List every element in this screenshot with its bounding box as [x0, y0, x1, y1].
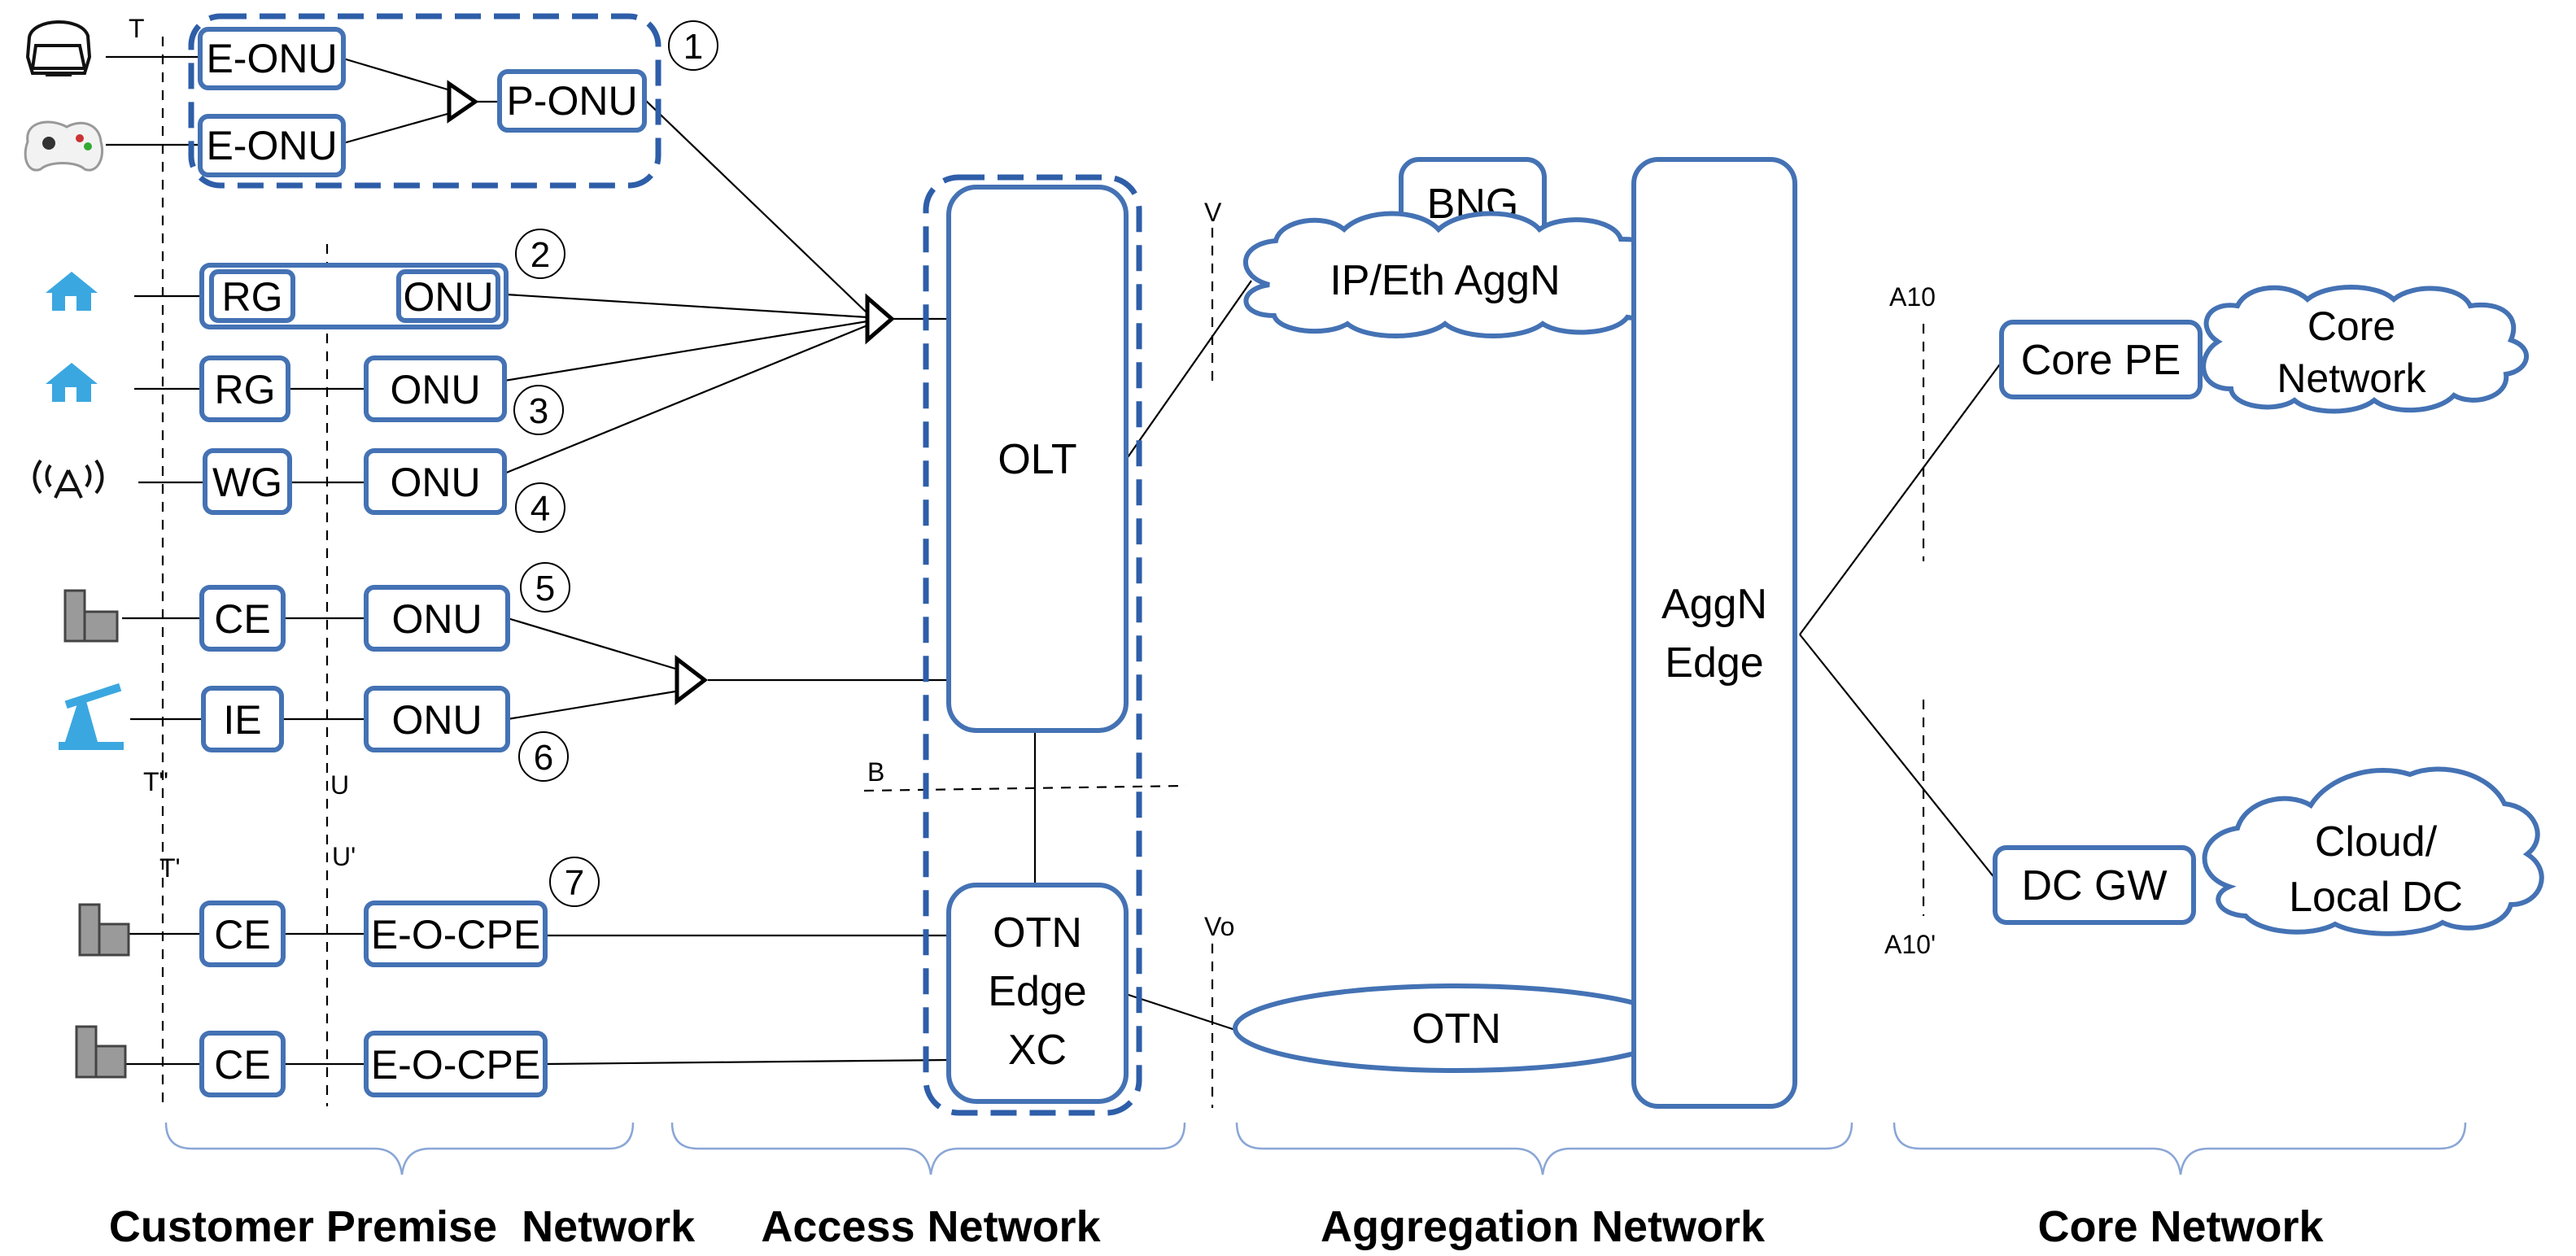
ref-label-t-prime: T' [159, 853, 181, 883]
building-icon [63, 589, 119, 643]
aggn-edge-box [1631, 157, 1797, 1109]
ce-1-label: CE [214, 596, 270, 642]
onu-3-box [364, 355, 507, 422]
ref-label-a10-prime: A10' [1884, 930, 1936, 959]
scenario-numbers: 1 2 3 4 5 6 7 [513, 20, 718, 907]
e-o-cpe-1-label: E-O-CPE [371, 912, 540, 957]
scenario-number-3: 3 [529, 391, 548, 431]
e-o-cpe-1-box [364, 901, 548, 967]
scenario-number-7: 7 [565, 863, 584, 903]
ref-label-v: V [1204, 198, 1222, 227]
scenario-number-4: 4 [530, 489, 550, 529]
core-pe-box [1999, 320, 2203, 399]
aggn-edge-line-1: AggN [1661, 581, 1767, 628]
ref-label-b: B [867, 757, 884, 787]
section-access: Access Network [761, 1202, 1101, 1251]
dc-gw-box [1993, 845, 2196, 925]
ref-label-u-prime: U' [332, 842, 356, 871]
cloud-local-dc-cloud [2202, 766, 2544, 936]
ce-3-box [199, 1031, 286, 1097]
section-core: Core Network [2037, 1202, 2324, 1251]
onu-5-label: ONU [391, 596, 482, 642]
scenario-number-6: 6 [534, 738, 553, 778]
wg-box [203, 448, 292, 515]
onu-2-box [396, 269, 500, 323]
otn-edge-xc-line-2: Edge [988, 968, 1086, 1015]
ie-label: IE [223, 697, 261, 743]
connection-wires [106, 55, 2002, 1066]
onu-4-box [364, 448, 507, 515]
ref-label-vo: Vo [1204, 912, 1234, 941]
otn-label: OTN [1412, 1005, 1501, 1053]
otn-edge-xc-box [946, 883, 1129, 1104]
wireless-tower-icon [33, 459, 104, 499]
access-node-group [923, 174, 1142, 1116]
olt-box [946, 185, 1129, 733]
house-icon [46, 363, 98, 402]
dc-gw-label: DC GW [2021, 862, 2167, 909]
olt-label: OLT [998, 436, 1076, 483]
ie-box [201, 686, 284, 752]
reference-lines [161, 37, 1925, 1108]
ref-label-t: T [129, 14, 145, 43]
scenario-1-group [188, 13, 661, 189]
onu-3-label: ONU [390, 367, 480, 412]
building-icon [78, 903, 130, 957]
section-customer-premise: Customer Premise Network [109, 1202, 696, 1251]
house-icon [46, 272, 98, 311]
scenario-number-1: 1 [683, 27, 703, 67]
building-icon [75, 1025, 127, 1079]
ref-label-a10: A10 [1889, 282, 1936, 312]
ce-1-box [199, 585, 286, 652]
scenario-number-2: 2 [530, 235, 550, 275]
cloud-local-dc-line-2: Local DC [2289, 874, 2463, 921]
rg-2-label: RG [215, 367, 276, 412]
p-onu-box [497, 69, 647, 133]
aggn-edge-line-2: Edge [1665, 639, 1763, 687]
otn-edge-xc-line-3: XC [1008, 1027, 1067, 1074]
rg-1-label: RG [222, 274, 283, 320]
reference-labels: T T" T' U U' B V Vo A10 A10' [129, 14, 1936, 959]
ip-eth-aggn-label: IP/Eth AggN [1329, 257, 1560, 304]
core-network-cloud [2201, 285, 2529, 414]
e-o-cpe-2-label: E-O-CPE [371, 1042, 540, 1088]
otn-edge-xc-line-1: OTN [993, 909, 1082, 957]
e-o-cpe-2-box [364, 1031, 548, 1097]
vr-headset-icon [25, 20, 92, 76]
e-onu-1-label: E-ONU [206, 36, 337, 81]
onu-5-box [364, 585, 510, 652]
rg-1-box [209, 269, 295, 323]
e-onu-1-box [198, 27, 346, 90]
section-aggregation: Aggregation Network [1321, 1202, 1766, 1251]
section-braces [164, 1122, 2467, 1175]
splitter-scenario-1 [447, 80, 479, 124]
core-network-line-2: Network [2277, 355, 2426, 401]
onu-6-label: ONU [391, 697, 482, 743]
ref-label-u: U [330, 770, 349, 800]
cloud-local-dc-line-1: Cloud/ [2315, 818, 2438, 866]
scenario-number-5: 5 [535, 569, 555, 608]
onu-6-box [364, 686, 510, 752]
e-onu-2-box [198, 114, 346, 177]
e-onu-2-label: E-ONU [206, 123, 337, 168]
onu-4-label: ONU [390, 460, 480, 505]
p-onu-label: P-ONU [506, 78, 637, 124]
core-pe-label: Core PE [2021, 337, 2181, 384]
ce-2-label: CE [214, 912, 270, 957]
rg-2-box [199, 355, 290, 422]
premise-boxes: E-ONU E-ONU P-ONU RG ONU RG ONU WG ONU C… [198, 27, 647, 1097]
oil-pump-icon [59, 683, 124, 750]
ref-line-b [863, 784, 1187, 792]
ce-2-box [199, 901, 286, 967]
splitter-scenario-5-6 [675, 654, 709, 706]
ref-label-t-double: T" [143, 767, 168, 796]
ce-3-label: CE [214, 1042, 270, 1088]
onu-2-label: ONU [403, 274, 493, 320]
core-network-line-1: Core [2307, 303, 2395, 349]
game-controller-icon [24, 120, 103, 172]
wg-label: WG [212, 460, 282, 505]
splitter-main [865, 293, 895, 345]
